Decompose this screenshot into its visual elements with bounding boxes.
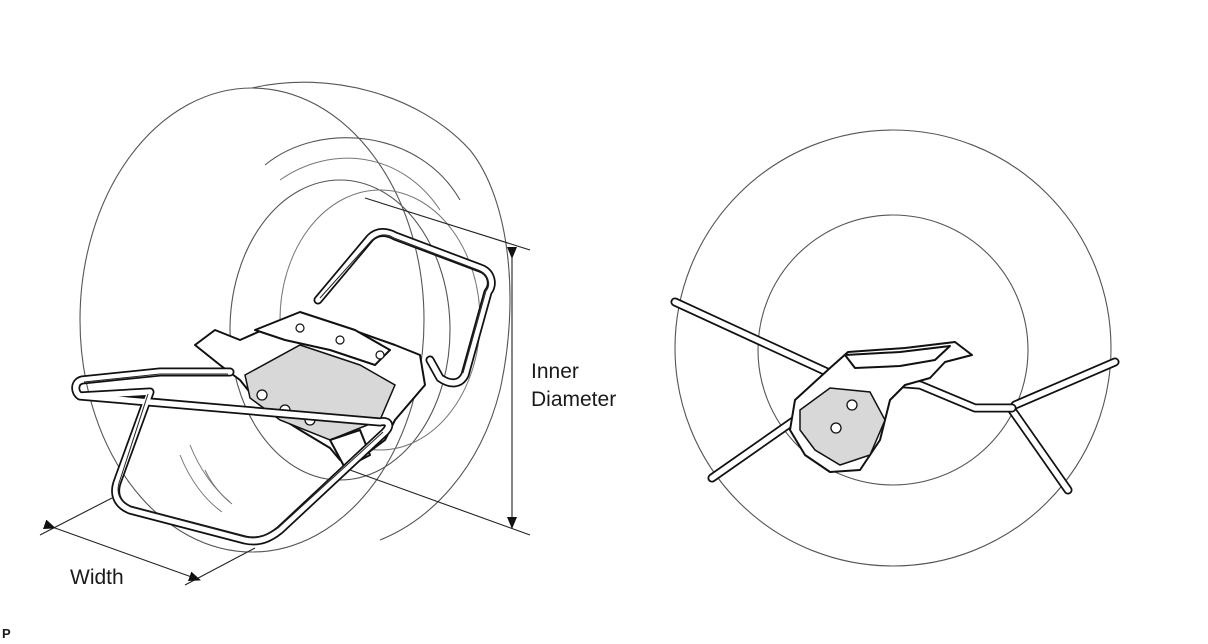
width-label: Width [70,566,124,589]
tire-inner-circle [757,214,1029,486]
inner-diameter-dimension [349,197,531,536]
corner-mark: P [2,626,11,641]
inner-diameter-label-line1: Inner [531,360,579,383]
right-tire-figure [670,129,1120,567]
left-tire-figure: Inner Diameter Width [39,81,616,589]
airbag-module-side [789,341,973,473]
airbag-module [194,311,426,469]
inner-diameter-label-line2: Diameter [531,388,616,411]
tire-outline [79,81,511,553]
width-dimension [39,497,256,586]
tire-outer-circle [674,129,1112,567]
rear-cable-loop [313,228,496,388]
front-cable-loop [71,367,394,546]
